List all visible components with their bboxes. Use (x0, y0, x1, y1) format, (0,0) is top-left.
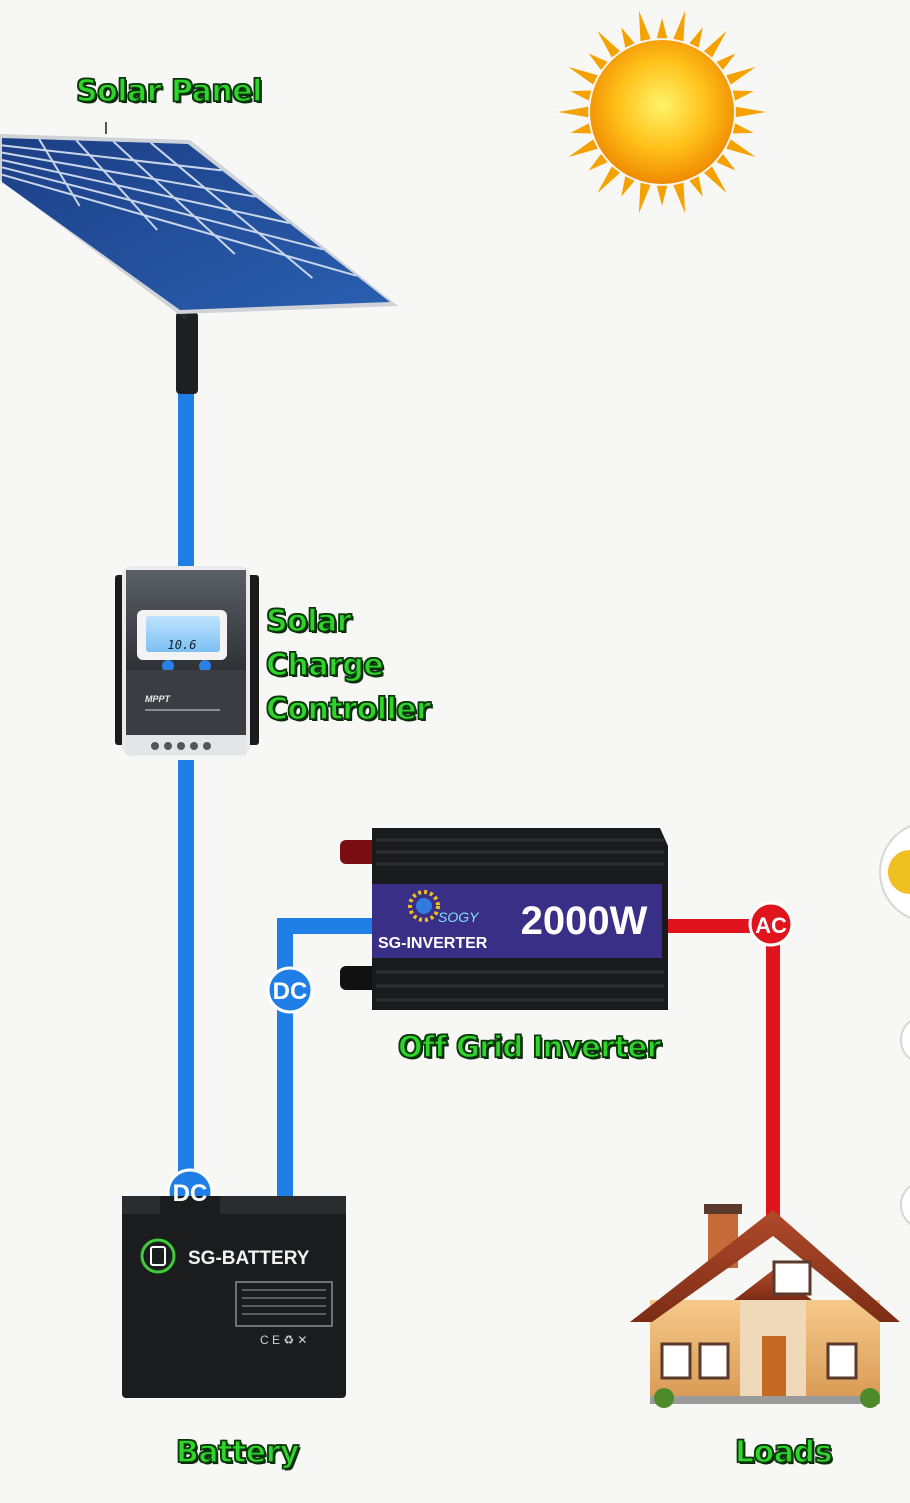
sun-ray (570, 123, 592, 134)
charge-controller-label-line3: Controller (265, 691, 431, 728)
dc-badge-inverter-label: DC (273, 978, 308, 1005)
sun-ray (732, 123, 754, 134)
sun-ray (735, 106, 766, 118)
sun-icon (558, 10, 766, 214)
charge-controller-label-line1: Solar (265, 603, 352, 640)
battery-name: SG-BATTERY (188, 1248, 310, 1269)
sun-ray (570, 90, 592, 101)
sun-ray (732, 90, 754, 101)
sun-ray (716, 154, 736, 171)
controller-display: 10.6 (168, 638, 197, 652)
charge-controller-label: Solar Charge Controller (265, 600, 431, 732)
controller-brand: MPPT (145, 694, 172, 704)
dc-badge-battery-label: DC (173, 1180, 208, 1207)
sun-ray (588, 53, 608, 70)
sun-ray (621, 176, 635, 197)
sun-ray (716, 53, 736, 70)
sun-ray (689, 176, 703, 197)
battery-icon: SG-BATTERY C E ♻ ✕ (122, 1196, 346, 1398)
ac-badge-loads: AC (748, 901, 794, 947)
inverter-model: SG-INVERTER (378, 935, 488, 952)
svg-text:C E ♻ ✕: C E ♻ ✕ (260, 1333, 307, 1347)
charge-controller-icon: 10.6 MPPT (115, 566, 259, 756)
inverter-brand: SOGY (438, 909, 480, 925)
sun-ray (704, 30, 727, 58)
sun-ray (621, 27, 635, 48)
dc-badge-battery: DC (160, 1168, 220, 1226)
ac-wire-inverter-to-loads (666, 919, 780, 1222)
loads-label: Loads (734, 1434, 833, 1471)
sun-ray (597, 30, 620, 58)
sun-ray (726, 139, 756, 158)
house-icon (630, 1204, 900, 1408)
inverter-power: 2000W (521, 899, 648, 943)
sun-ray (704, 166, 727, 194)
inverter-label: Off Grid Inverter (397, 1029, 662, 1065)
sun-ray (568, 66, 598, 85)
sun-ray (656, 18, 668, 39)
sun-ray (673, 10, 686, 42)
ac-badge-loads-label: AC (755, 913, 787, 938)
sun-ray (568, 139, 598, 158)
sun-ray (597, 166, 620, 194)
right-edge-overlay (879, 825, 910, 1225)
sun-ray (638, 182, 651, 214)
dc-wire-battery-to-inverter (277, 918, 376, 1200)
sun-ray (638, 10, 651, 42)
sun-ray (673, 182, 686, 214)
solar-panel-label: Solar Panel (75, 73, 263, 110)
sun-ray (726, 66, 756, 85)
battery-label: Battery (175, 1434, 300, 1471)
charge-controller-label-line2: Charge (265, 647, 384, 684)
dc-badge-inverter: DC (266, 966, 314, 1014)
sun-ray (588, 154, 608, 171)
sun-ray (689, 27, 703, 48)
inverter-icon: SOGY SG-INVERTER 2000W (340, 828, 668, 1010)
sun-ray (656, 185, 668, 206)
sun-ray (558, 106, 589, 118)
solar-panel-icon (0, 122, 398, 394)
